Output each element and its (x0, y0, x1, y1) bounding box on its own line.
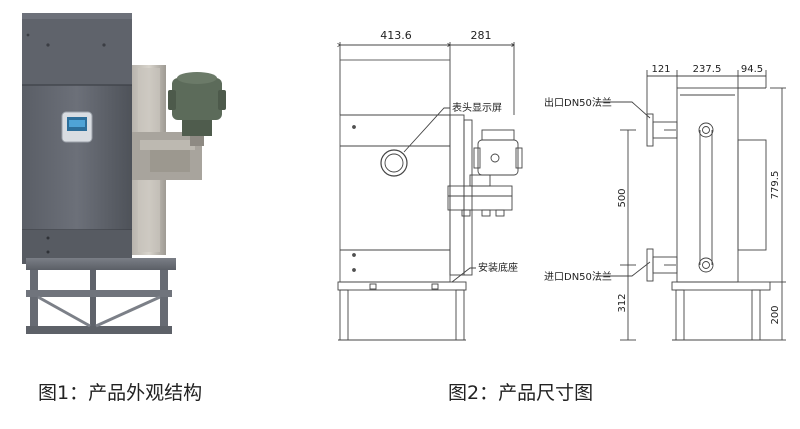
dim-base-height: 200 (770, 305, 781, 324)
label-inlet-flange: 进口DN50法兰 (544, 270, 612, 283)
product-photo (22, 13, 226, 334)
cabinet-main-body (22, 85, 132, 230)
dim-width-right: 281 (471, 29, 492, 42)
dim-inlet-height: 312 (617, 293, 628, 312)
dim-width-left: 413.6 (380, 29, 412, 42)
label-mounting-base: 安装底座 (478, 261, 518, 274)
figure2-caption: 图2：产品尺寸图 (448, 382, 594, 404)
dim-top-1: 121 (651, 64, 670, 75)
dim-top-2: 237.5 (693, 64, 722, 75)
label-outlet-flange: 出口DN50法兰 (544, 96, 612, 109)
actuator-head (168, 72, 226, 146)
dim-height-total: 779.5 (770, 171, 781, 200)
dim-pipe-spacing: 500 (617, 188, 628, 207)
label-display-screen: 表头显示屏 (452, 101, 502, 114)
side-view-drawing (596, 70, 786, 341)
cabinet-top-section (22, 13, 132, 85)
support-frame (26, 258, 176, 334)
dim-top-3: 94.5 (741, 64, 763, 75)
front-view-drawing (338, 42, 523, 341)
figure1-caption: 图1：产品外观结构 (38, 382, 203, 404)
